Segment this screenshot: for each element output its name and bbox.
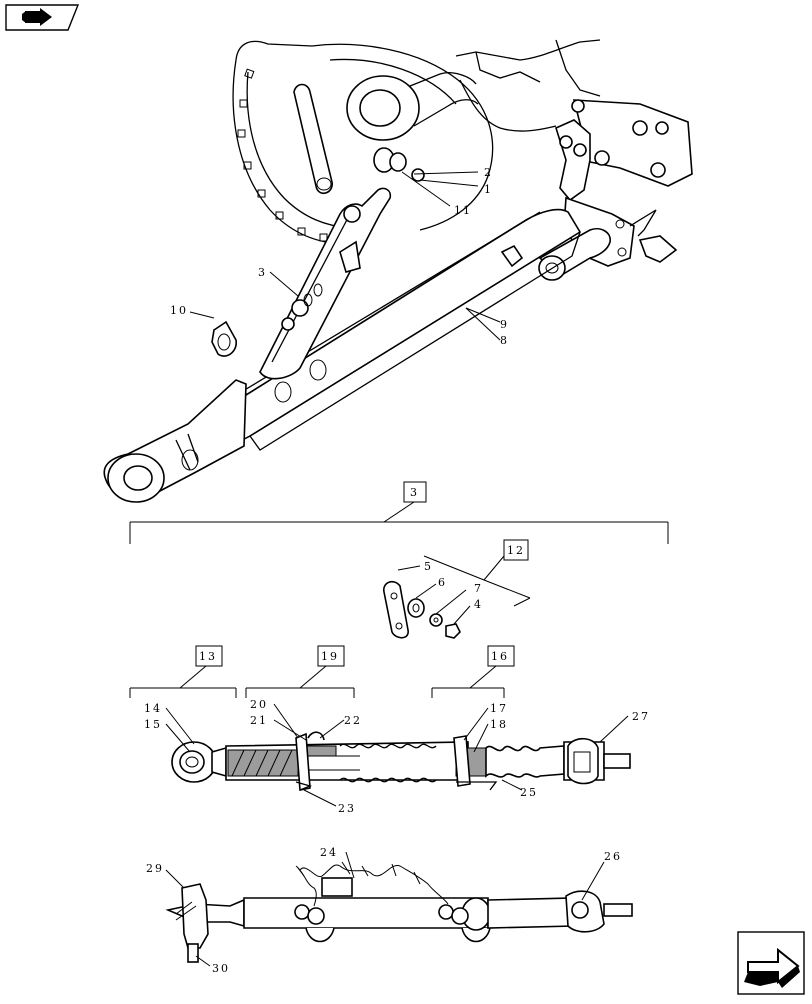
group-bracket-13: 13 <box>129 645 237 698</box>
box-label-12: 12 <box>507 544 525 557</box>
group-bracket-16: 16 <box>431 645 515 698</box>
bottom-assembly-illustration <box>165 861 633 963</box>
box-label-13: 13 <box>199 650 217 663</box>
callout-25: 25 <box>520 786 538 799</box>
callout-29: 29 <box>146 862 164 875</box>
upper-assembly-illustration <box>103 39 693 503</box>
callout-1: 1 <box>484 183 493 196</box>
callout-26: 26 <box>604 850 622 863</box>
callout-5: 5 <box>424 560 433 573</box>
callout-11: 11 <box>454 204 472 217</box>
callout-8: 8 <box>500 334 509 347</box>
callout-10: 10 <box>170 304 188 317</box>
group-bracket-19: 19 <box>245 645 355 698</box>
prev-page-button[interactable] <box>5 4 80 31</box>
callout-27: 27 <box>632 710 650 723</box>
mid-leader-lines <box>165 703 629 807</box>
callout-18: 18 <box>490 718 508 731</box>
callout-23: 23 <box>338 802 356 815</box>
box-label-3: 3 <box>410 486 419 499</box>
callout-21: 21 <box>250 714 268 727</box>
callout-20: 20 <box>250 698 268 711</box>
box-label-16: 16 <box>491 650 509 663</box>
box-label-19: 19 <box>321 650 339 663</box>
callout-22: 22 <box>344 714 362 727</box>
callout-17: 17 <box>490 702 508 715</box>
callout-14: 14 <box>144 702 162 715</box>
callout-4: 4 <box>474 598 483 611</box>
arrow-right-icon <box>744 947 800 988</box>
bottom-leader-lines <box>165 851 605 967</box>
upper-leader-lines <box>189 171 501 341</box>
callout-15: 15 <box>144 718 162 731</box>
callout-24: 24 <box>320 846 338 859</box>
callout-9: 9 <box>500 318 509 331</box>
group-12-hardware: 12 <box>383 539 531 639</box>
callout-2: 2 <box>484 166 493 179</box>
callout-30: 30 <box>212 962 230 975</box>
callout-3-upper: 3 <box>258 266 267 279</box>
next-page-button[interactable] <box>737 931 805 995</box>
arrow-left-icon <box>22 8 52 26</box>
callout-7: 7 <box>474 582 483 595</box>
group-bracket-3: 3 <box>129 481 669 544</box>
mid-assembly-illustration <box>171 731 631 791</box>
callout-6: 6 <box>438 576 447 589</box>
